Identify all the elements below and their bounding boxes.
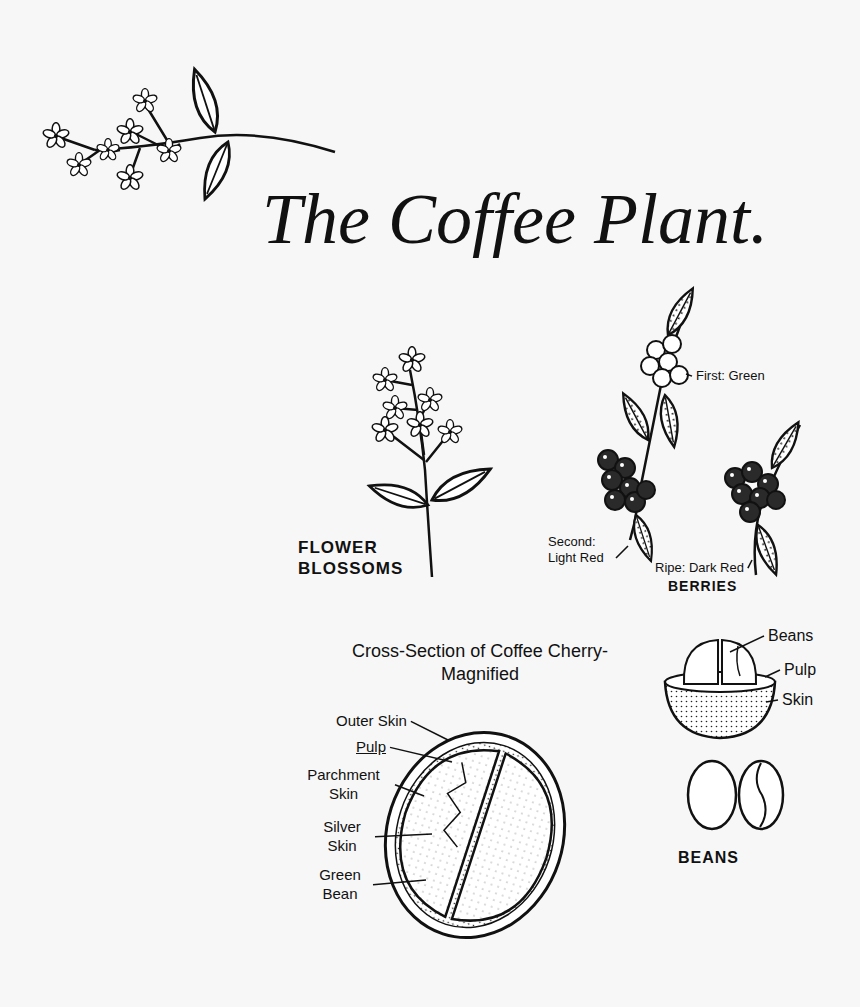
part-label: BERRIES	[668, 578, 737, 596]
dark-berries	[598, 450, 785, 522]
part-label: Skin	[782, 690, 813, 710]
part-label: Parchment Skin	[296, 766, 391, 804]
leader-line	[390, 747, 452, 762]
cherry-cross-section	[359, 709, 591, 961]
part-label: FLOWER BLOSSOMS	[298, 537, 418, 580]
leader-line	[765, 670, 780, 677]
part-label: Second: Light Red	[548, 534, 612, 567]
part-label: Green Bean	[311, 866, 369, 904]
opened-cherry	[665, 640, 775, 738]
leader-line	[373, 880, 426, 885]
part-label: Outer Skin	[336, 712, 407, 731]
part-label: BEANS	[678, 848, 739, 868]
leader-line	[748, 560, 752, 568]
leader-line	[686, 374, 692, 376]
diagram-title: The Coffee Plant.	[262, 180, 768, 259]
flowering-branch	[58, 104, 335, 176]
leader-line	[411, 721, 448, 740]
leader-line	[766, 700, 778, 702]
leader-line	[395, 785, 424, 796]
leader-line	[375, 834, 432, 837]
berry-stems	[630, 300, 800, 575]
part-label: Cross-Section of Coffee Cherry-Magnified	[320, 640, 640, 685]
part-label: Ripe: Dark Red	[655, 560, 744, 576]
leader-line	[616, 546, 628, 558]
part-label: First: Green	[696, 368, 765, 384]
leader-line	[730, 636, 764, 652]
coffee-beans	[688, 761, 783, 829]
green-berries	[641, 335, 688, 387]
part-label: Pulp	[784, 660, 816, 680]
part-label: Beans	[768, 626, 813, 646]
part-label: Pulp	[356, 738, 386, 757]
part-label: Silver Skin	[313, 818, 371, 856]
